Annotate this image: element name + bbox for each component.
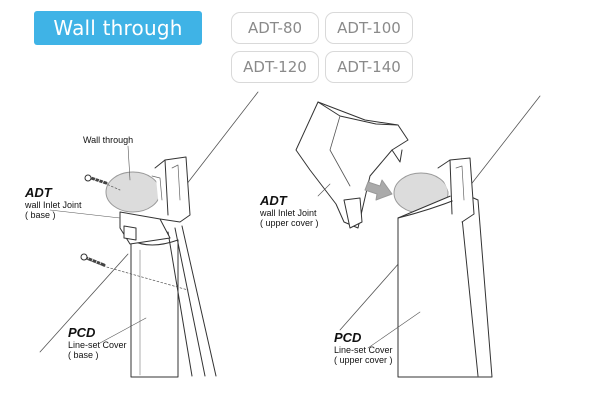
pcd-upper-line1: Line-set Cover xyxy=(334,345,393,355)
right-diagram xyxy=(295,95,541,378)
pcd-base-title: PCD xyxy=(68,325,96,340)
model-button-adt-120[interactable]: ADT-120 xyxy=(231,51,319,83)
wall-inlet-joint-upper-cover xyxy=(295,101,409,229)
pcd-base-line1: Line-set Cover xyxy=(68,340,127,350)
screw-icon xyxy=(80,253,106,267)
pcd-base-line2: ( base ) xyxy=(68,350,99,360)
wall-through-label: Wall through xyxy=(83,135,134,145)
adt-base-line2: ( base ) xyxy=(25,210,56,220)
adt-base-title: ADT xyxy=(25,185,52,200)
pcd-base-label: PCD Line-set Cover ( base ) xyxy=(68,325,127,361)
pcd-upper-label: PCD Line-set Cover ( upper cover ) xyxy=(334,330,393,366)
model-button-adt-140[interactable]: ADT-140 xyxy=(325,51,413,83)
adt-upper-line2: ( upper cover ) xyxy=(260,218,319,228)
pcd-upper-title: PCD xyxy=(334,330,362,345)
left-diagram xyxy=(39,91,259,378)
model-button-adt-100[interactable]: ADT-100 xyxy=(325,12,413,44)
adt-base-label: ADT wall Inlet Joint ( base ) xyxy=(25,185,82,221)
line-set-cover-base xyxy=(130,239,179,378)
pcd-upper-line2: ( upper cover ) xyxy=(334,355,393,365)
model-button-adt-80[interactable]: ADT-80 xyxy=(231,12,319,44)
wall-hole xyxy=(105,171,161,213)
adt-base-line1: wall Inlet Joint xyxy=(25,200,82,210)
screw-icon xyxy=(84,174,108,185)
adt-upper-line1: wall Inlet Joint xyxy=(260,208,317,218)
section-title-badge: Wall through xyxy=(34,11,202,45)
direction-arrow-icon xyxy=(364,179,393,201)
line-set-cover-upper xyxy=(397,191,493,378)
adt-upper-title: ADT xyxy=(260,193,287,208)
adt-upper-label: ADT wall Inlet Joint ( upper cover ) xyxy=(260,193,319,229)
